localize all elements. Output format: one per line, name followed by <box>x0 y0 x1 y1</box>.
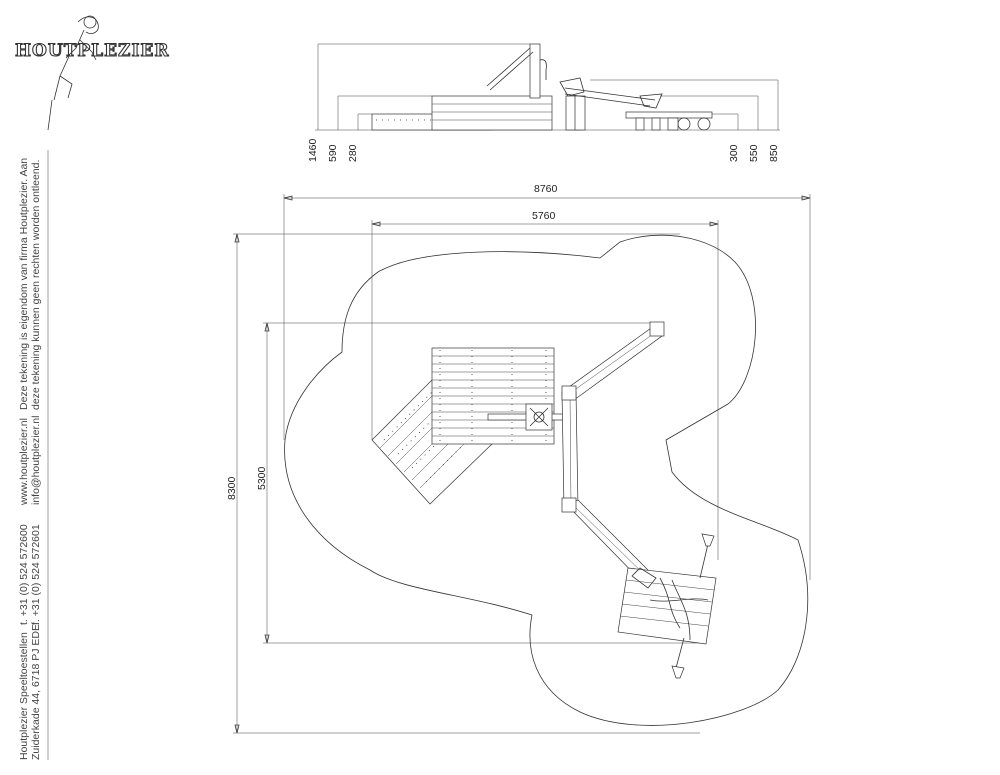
logo-figure-icon <box>47 15 99 131</box>
elevation-view: 1460 590 280 300 550 850 <box>307 43 780 162</box>
dim-280: 280 <box>347 144 359 162</box>
water-chute <box>561 321 665 585</box>
email-link[interactable]: info@houtplezier.nl <box>30 416 42 505</box>
website-link[interactable]: www.houtplezier.nl <box>18 418 30 506</box>
sidebar-info: Houtplezier Speeltoestellen Zuiderkade 4… <box>18 150 49 760</box>
dim-overall-height: 8300 <box>226 476 238 500</box>
dim-inner-width: 5760 <box>532 210 556 222</box>
dim-inner-height: 5300 <box>256 466 268 490</box>
company-name: Houtplezier Speeltoestellen <box>18 632 30 760</box>
logo-text: HOUTPLEZIER <box>15 41 170 61</box>
dim-overall-width: 8760 <box>534 183 558 195</box>
dim-1460: 1460 <box>307 138 319 162</box>
fax-number: f. +31 (0) 524 572601 <box>30 524 42 625</box>
stool-top <box>699 533 715 579</box>
houtplezier-logo: HOUTPLEZIER <box>14 15 170 131</box>
water-table <box>617 567 717 645</box>
dim-590: 590 <box>327 144 339 162</box>
dim-550: 550 <box>748 144 760 162</box>
plan-view: 8760 5760 8300 5300 <box>226 183 811 734</box>
pump-assembly <box>487 403 575 431</box>
phone-number: t. +31 (0) 524 572600 <box>18 524 30 625</box>
dim-300: 300 <box>728 144 740 162</box>
square-deck <box>431 347 555 445</box>
safety-zone-outline <box>284 234 809 726</box>
copyright-line-2: deze tekening kunnen geen rechten worden… <box>30 160 42 410</box>
company-address: Zuiderkade 44, 6718 PJ EDE <box>30 624 42 760</box>
stool-bottom <box>671 637 685 679</box>
copyright-line-1: Deze tekening is eigendom van firma Hout… <box>18 158 30 410</box>
dim-850: 850 <box>768 144 780 162</box>
